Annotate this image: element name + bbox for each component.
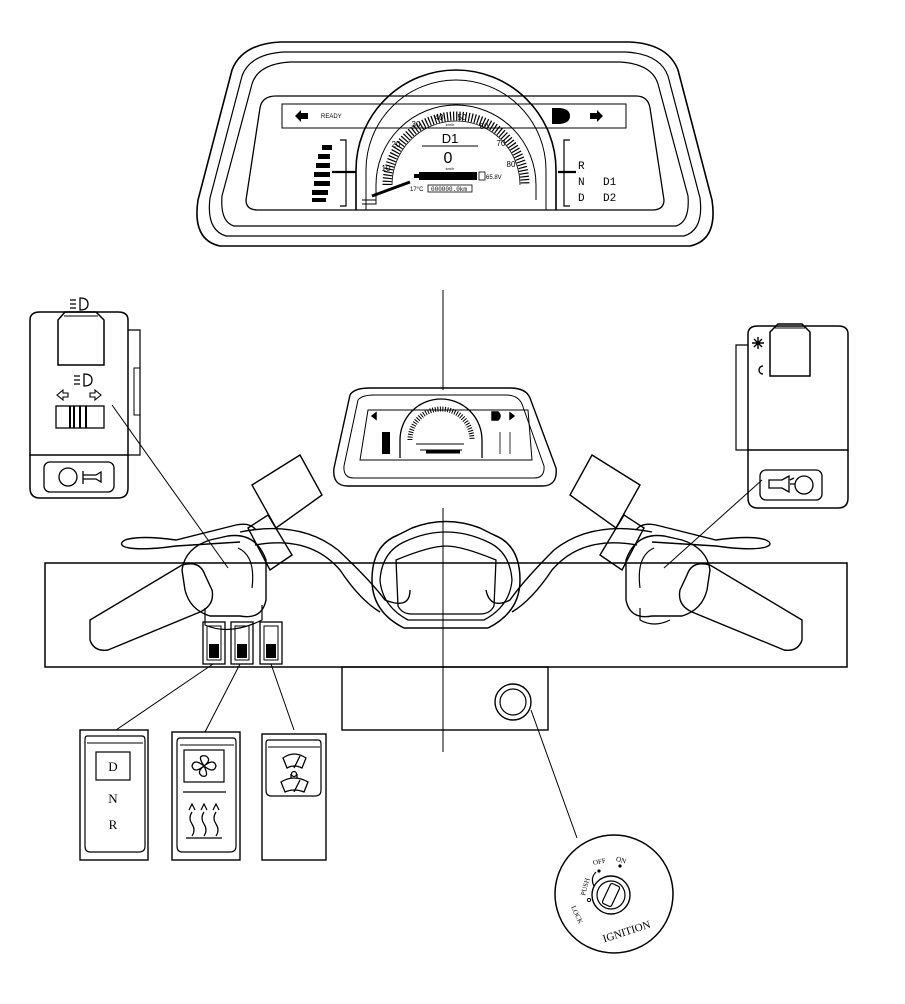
gear-rocker-switch[interactable] (202, 621, 226, 665)
dash-panel (44, 562, 848, 668)
horn-icon (82, 470, 102, 484)
power-level-bars (312, 145, 332, 202)
defrost-icon (186, 802, 222, 839)
gear-switch-r: R (109, 817, 118, 832)
handlebar-assembly (44, 454, 848, 752)
odometer-readout: 000000.0km (431, 186, 467, 193)
left-turn-arrow-icon (295, 110, 308, 122)
wiper-icon (282, 753, 307, 769)
right-switch-enlarged (735, 323, 849, 509)
ignition-label: IGNITION (601, 919, 652, 946)
tick-label: 40 (435, 113, 444, 122)
gear-letter-r: R (578, 161, 585, 173)
gear-switch-d: D (108, 759, 117, 774)
ignition-keyhole[interactable] (494, 683, 532, 721)
ignition-on-label: ON (615, 855, 627, 865)
start-horn-icon (768, 474, 795, 494)
ignition-switch-detail: OFF ON PUSH LOCK IGNITION (554, 834, 674, 954)
gear-display: D1 (442, 131, 459, 146)
gear-letter-n: N (578, 177, 585, 189)
high-beam-icon (74, 373, 93, 387)
kill-switch-icon (758, 365, 764, 375)
speed-readout: 0 (444, 150, 453, 167)
fan-switch-detail (171, 731, 241, 861)
right-turn-arrow-icon (590, 110, 603, 122)
dash-rocker-switches (202, 621, 283, 665)
speed-unit-small: km/h (446, 122, 455, 127)
drive-mode-d1: D1 (603, 177, 617, 189)
headlight-indicator-icon (552, 108, 570, 124)
key-slot[interactable] (601, 882, 621, 908)
fan-rocker-switch[interactable] (230, 621, 254, 665)
leader-lines (111, 404, 763, 839)
battery-voltage: 65.8V (486, 175, 502, 181)
gear-letter-d: D (578, 193, 585, 205)
ignition-off-label: OFF (592, 857, 606, 867)
gear-switch-detail: D N R (79, 729, 149, 861)
tick-label: 20 (392, 140, 401, 149)
tick-label: 30 (412, 120, 421, 129)
tick-label: 10 (382, 164, 391, 173)
start-button[interactable] (759, 469, 823, 501)
tick-label: 80 (507, 160, 516, 169)
lower-console (341, 666, 549, 731)
instrument-cluster-enlarged: READY 10 20 30 40 50 60 70 80 km/h D1 0 … (196, 41, 714, 247)
washer-icon (280, 774, 309, 793)
high-beam-icon (70, 297, 89, 311)
tick-label: 60 (480, 122, 489, 131)
horn-button[interactable] (43, 461, 115, 493)
washer-dot-icon (290, 770, 298, 778)
ready-indicator-text: READY (321, 114, 342, 120)
turn-left-icon (56, 388, 69, 402)
fan-icon (191, 755, 217, 777)
ignition-push-label: PUSH (579, 877, 591, 896)
battery-level-bar (414, 171, 486, 181)
hazard-icon (752, 337, 764, 349)
turn-right-icon (89, 388, 102, 402)
temperature-readout: 17°C (410, 187, 424, 193)
gear-switch-n: N (108, 791, 118, 806)
left-switch-enlarged (29, 297, 141, 499)
instrument-cluster-small (333, 387, 557, 487)
drive-mode-d2: D2 (603, 193, 616, 205)
tick-label: 50 (458, 113, 467, 122)
wiper-switch-detail (261, 733, 327, 861)
tick-label: 70 (497, 139, 506, 148)
ignition-lock-label: LOCK (569, 904, 584, 925)
speed-readout-unit: km/h (446, 166, 455, 171)
